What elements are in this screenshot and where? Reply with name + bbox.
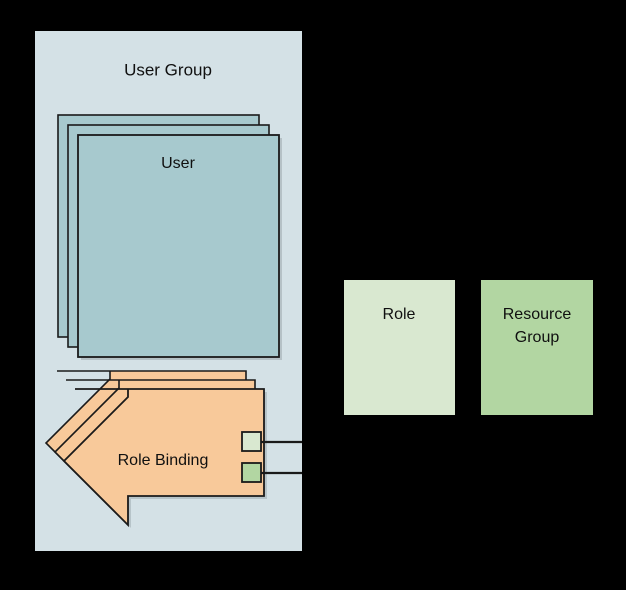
resource-group-connector-swatch[interactable] bbox=[241, 462, 262, 483]
resource-group-box[interactable]: Resource Group bbox=[481, 280, 593, 415]
resource-group-box-label-line1: Resource bbox=[503, 306, 572, 323]
resource-group-box-rect bbox=[481, 280, 593, 415]
resource-group-connector[interactable] bbox=[241, 462, 302, 483]
user-card-stack[interactable]: User bbox=[57, 114, 282, 360]
user-group-title: User Group bbox=[124, 60, 212, 79]
role-binding-label: Role Binding bbox=[118, 452, 209, 469]
role-box-label: Role bbox=[383, 306, 416, 323]
role-box-rect bbox=[344, 280, 455, 415]
user-card-front[interactable] bbox=[77, 134, 280, 358]
role-connector-swatch[interactable] bbox=[241, 431, 262, 452]
role-connector[interactable] bbox=[241, 431, 302, 452]
role-binding-stack[interactable]: Role Binding bbox=[44, 370, 267, 528]
role-binding-front[interactable] bbox=[62, 388, 265, 528]
user-card-label: User bbox=[161, 155, 195, 172]
role-box[interactable]: Role bbox=[344, 280, 455, 415]
resource-group-box-label-line2: Group bbox=[515, 329, 560, 346]
